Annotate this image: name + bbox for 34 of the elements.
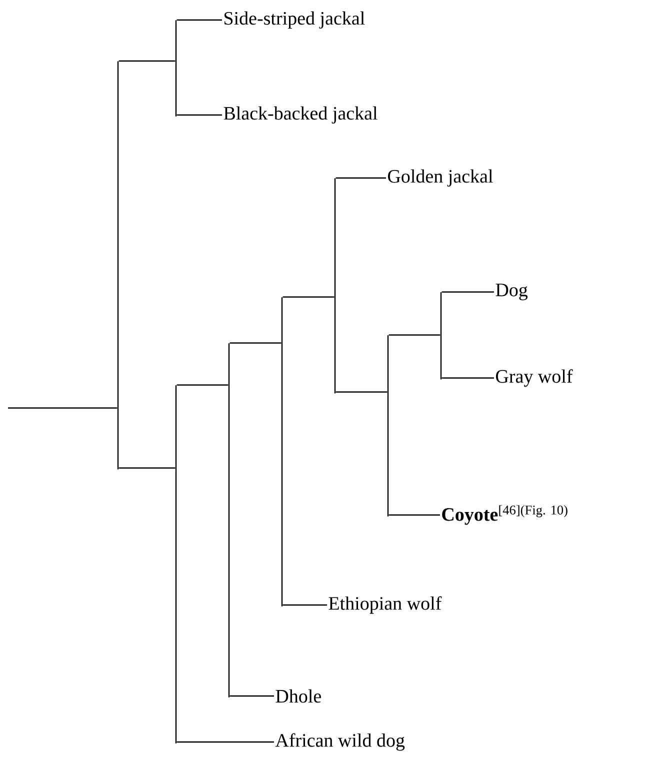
branch-line	[282, 604, 327, 606]
species-label: African wild dog	[275, 733, 405, 751]
species-label: Gray wolf	[496, 369, 573, 387]
species-label: Ethiopian wolf	[328, 596, 442, 614]
branch-line	[118, 60, 176, 62]
branch-line	[442, 291, 494, 293]
branch-line	[442, 377, 494, 379]
species-label: Dog	[496, 284, 528, 300]
branch-line	[118, 467, 176, 469]
branch-line	[282, 296, 334, 298]
branch-line	[176, 19, 222, 21]
species-label: Golden jackal	[388, 169, 493, 187]
branch-line	[176, 741, 274, 743]
root-branch-line	[8, 407, 118, 409]
branch-junction-line	[228, 343, 230, 698]
branch-junction-line	[281, 297, 283, 606]
branch-junction-line	[175, 20, 177, 116]
branch-junction-line	[334, 178, 336, 394]
branch-line	[176, 384, 228, 386]
branch-junction-line	[440, 292, 442, 380]
branch-line	[336, 391, 388, 393]
branch-line	[230, 695, 274, 697]
species-label: Dhole	[276, 689, 321, 703]
branch-line	[176, 114, 222, 116]
branch-junction-line	[175, 385, 177, 744]
species-label: Side-striped jackal	[224, 11, 365, 29]
branch-line	[388, 514, 440, 516]
branch-junction-line	[387, 335, 389, 516]
branch-junction-line	[117, 61, 119, 470]
species-label: Black-backed jackal	[224, 106, 378, 124]
branch-line	[230, 342, 282, 344]
branch-line	[336, 177, 386, 179]
branch-line	[388, 334, 440, 336]
species-label: Coyote$^{[46](Fig. 10)}$	[442, 505, 568, 525]
